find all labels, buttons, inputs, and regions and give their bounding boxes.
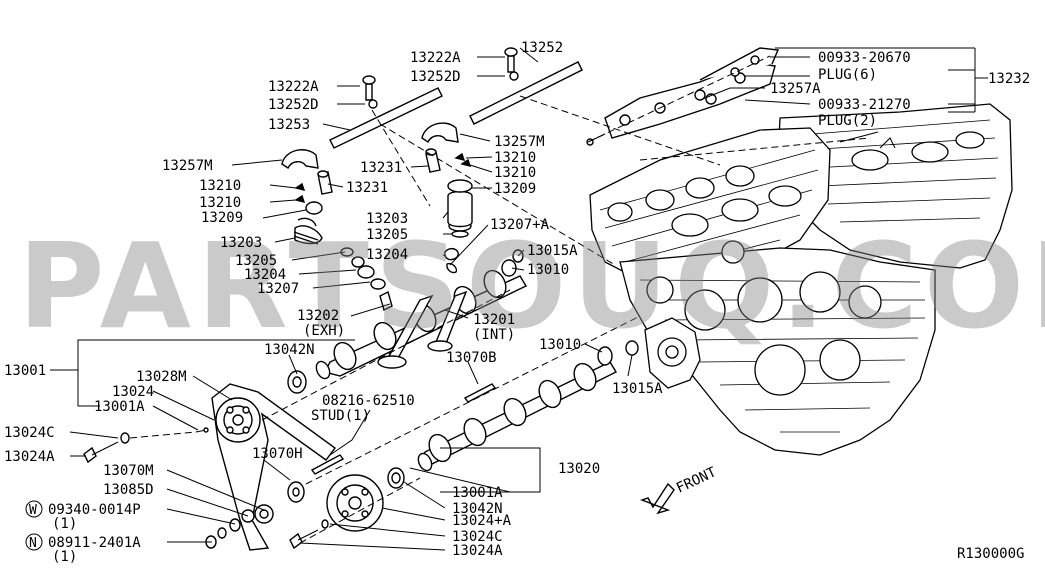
label-exh: (EXH) — [303, 323, 345, 339]
label-13252-top[interactable]: 13252 — [521, 40, 563, 56]
label-13085D[interactable]: 13085D — [103, 482, 154, 498]
label-w-part-number[interactable]: 09340-0014P — [48, 502, 141, 518]
label-plug2-description: PLUG(2) — [818, 113, 877, 129]
label-13203-left[interactable]: 13203 — [220, 235, 262, 251]
label-13257M-left[interactable]: 13257M — [162, 158, 213, 174]
diagram-code: R130000G — [957, 546, 1024, 562]
camshaft-bracket-drawing — [586, 47, 780, 146]
label-plug1-description: PLUG(6) — [818, 67, 877, 83]
label-13205-left[interactable]: 13205 — [235, 253, 277, 269]
label-13209-left[interactable]: 13209 — [201, 210, 243, 226]
front-direction-label: FRONT — [674, 464, 719, 497]
label-13070B[interactable]: 13070B — [446, 350, 497, 366]
label-n-part-number[interactable]: 08911-2401A — [48, 535, 141, 551]
label-13209-mid[interactable]: 13209 — [494, 181, 536, 197]
label-stud-part-number[interactable]: 08216-62510 — [322, 393, 415, 409]
label-13001A-left[interactable]: 13001A — [94, 399, 145, 415]
label-13028M[interactable]: 13028M — [136, 369, 187, 385]
label-13204-mid[interactable]: 13204 — [366, 247, 408, 263]
label-13024A-bottom[interactable]: 13024A — [452, 543, 503, 559]
label-13257M-right[interactable]: 13257M — [494, 134, 545, 150]
label-13222A-top[interactable]: 13222A — [410, 50, 461, 66]
label-13020[interactable]: 13020 — [558, 461, 600, 477]
seals-drawing — [287, 249, 639, 503]
front-arrow-icon — [639, 482, 675, 515]
label-13252D-left[interactable]: 13252D — [268, 97, 319, 113]
label-13202[interactable]: 13202 — [297, 308, 339, 324]
label-plug1-part-number[interactable]: 00933-20670 — [818, 50, 911, 66]
n-symbol-icon — [25, 533, 43, 551]
label-13024[interactable]: 13024 — [112, 384, 154, 400]
dashed-reference-lines — [129, 55, 871, 544]
intake-camshaft-drawing — [417, 361, 617, 472]
label-13231-left[interactable]: 13231 — [346, 180, 388, 196]
valve-assembly-left-drawing — [293, 179, 473, 369]
label-13070H[interactable]: 13070H — [252, 446, 303, 462]
label-13042N-bottom[interactable]: 13042N — [452, 501, 503, 517]
label-13010-mid[interactable]: 13010 — [539, 337, 581, 353]
label-int: (INT) — [473, 327, 515, 343]
label-13070M[interactable]: 13070M — [103, 463, 154, 479]
label-13201[interactable]: 13201 — [473, 312, 515, 328]
label-13207-left[interactable]: 13207 — [257, 281, 299, 297]
label-plug2-part-number[interactable]: 00933-21270 — [818, 97, 911, 113]
label-w-quantity: (1) — [52, 516, 77, 532]
label-13001[interactable]: 13001 — [4, 363, 46, 379]
label-13253[interactable]: 13253 — [268, 117, 310, 133]
label-13203-mid[interactable]: 13203 — [366, 211, 408, 227]
label-13210-left1[interactable]: 13210 — [199, 178, 241, 194]
w-symbol-letter: W — [29, 503, 37, 518]
label-13210-mid2[interactable]: 13210 — [494, 165, 536, 181]
w-symbol-icon — [25, 500, 43, 518]
label-13207A[interactable]: 13207+A — [490, 217, 550, 233]
label-13001A-bottom[interactable]: 13001A — [452, 485, 503, 501]
label-13231-mid[interactable]: 13231 — [360, 160, 402, 176]
watermark-text: PARTSOUQ.COM — [18, 217, 1045, 355]
label-13015A-top[interactable]: 13015A — [527, 243, 578, 259]
n-symbol-letter: N — [29, 536, 37, 551]
part-labels: 13222A 13252 13252D 13222A 13252D 13253 … — [4, 40, 1030, 565]
label-13210-mid1[interactable]: 13210 — [494, 150, 536, 166]
bolts-drawing — [83, 427, 329, 550]
label-13015A-mid[interactable]: 13015A — [612, 381, 663, 397]
label-13252D-top[interactable]: 13252D — [410, 69, 461, 85]
label-n-quantity: (1) — [52, 549, 77, 565]
leader-lines — [50, 47, 988, 551]
engine-block-drawing — [589, 103, 1013, 456]
rocker-shaft-drawing — [281, 47, 583, 203]
label-13010-top[interactable]: 13010 — [527, 262, 569, 278]
label-13257A[interactable]: 13257A — [770, 81, 821, 97]
label-13024A-left[interactable]: 13024A — [4, 449, 55, 465]
label-13024C-left[interactable]: 13024C — [4, 425, 55, 441]
label-13232[interactable]: 13232 — [988, 71, 1030, 87]
label-13024C-bottom[interactable]: 13024C — [452, 529, 503, 545]
label-13222A-left[interactable]: 13222A — [268, 79, 319, 95]
timing-belt-drawing — [205, 383, 384, 551]
label-13024A-plus[interactable]: 13024+A — [452, 513, 512, 529]
label-13204-left[interactable]: 13204 — [244, 267, 286, 283]
stud-drawing — [310, 383, 497, 475]
label-13205-mid[interactable]: 13205 — [366, 227, 408, 243]
label-13210-left2[interactable]: 13210 — [199, 195, 241, 211]
label-13042N-top[interactable]: 13042N — [264, 342, 315, 358]
label-stud-description: STUD(1) — [311, 408, 370, 424]
